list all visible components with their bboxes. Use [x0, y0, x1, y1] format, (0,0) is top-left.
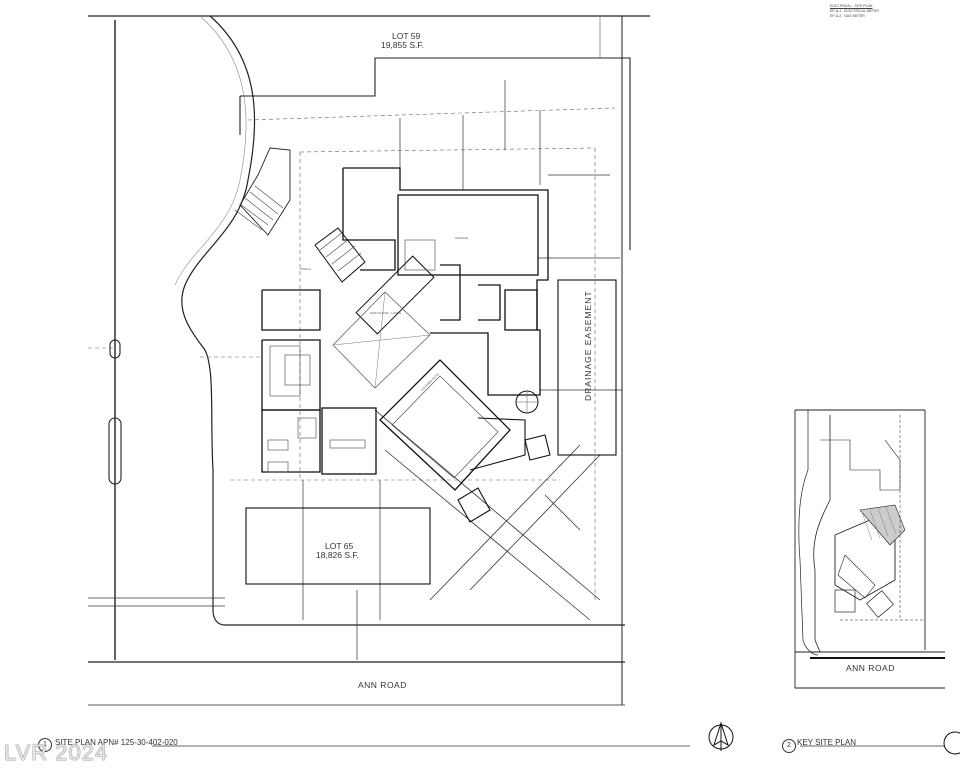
drainage-easement-label: DRAINAGE EASEMENT	[583, 290, 593, 401]
legend-item: EP-A-2 GAS METER	[830, 14, 940, 19]
key-site-plan-number-text: 2	[787, 742, 791, 749]
key-site-plan	[794, 409, 945, 689]
lot-65-name: LOT 65	[325, 541, 354, 551]
site-plan-title: SITE PLAN APN# 125-30-402-020	[55, 738, 178, 747]
legend-title: ELECTRICAL - SITE PLAN	[830, 4, 873, 8]
key-plan-street-label: ANN ROAD	[846, 663, 895, 673]
curb-line	[181, 15, 625, 626]
lot-59-boundary	[239, 57, 631, 250]
legend-item-code: EP-A-2	[830, 14, 842, 18]
key-site-plan-number: 2	[782, 739, 796, 753]
drainage-easement-box	[557, 279, 617, 456]
legend-item-text: GAS METER	[844, 14, 865, 18]
north-arrow-icon	[708, 721, 734, 751]
site-plan-number: 1	[38, 738, 52, 752]
legend-item: EP-A-1 ELECTRICAL METER	[830, 9, 940, 14]
garage-label: GARAGE	[455, 236, 468, 240]
porch-label: PORCH	[300, 267, 311, 271]
lot-59-name: LOT 59	[392, 31, 421, 41]
house-footprint	[261, 167, 549, 475]
watermark: LVR 2024	[4, 740, 109, 765]
covered-patio-outline	[379, 359, 511, 491]
living-label: MAIN FLOOR - LIVING	[370, 311, 402, 315]
lot-65-box	[245, 507, 431, 585]
site-plan-number-text: 1	[43, 741, 47, 748]
legend-item-code: EP-A-1	[830, 9, 842, 13]
lot-59-area: 19,855 S.F.	[381, 40, 425, 50]
key-site-plan-title: KEY SITE PLAN	[797, 738, 856, 747]
street-label: ANN ROAD	[358, 680, 407, 690]
legend-item-text: ELECTRICAL METER	[844, 9, 879, 13]
lot-65-area: 18,826 S.F.	[316, 550, 360, 560]
electrical-legend: ELECTRICAL - SITE PLAN EP-A-1 ELECTRICAL…	[830, 4, 940, 19]
